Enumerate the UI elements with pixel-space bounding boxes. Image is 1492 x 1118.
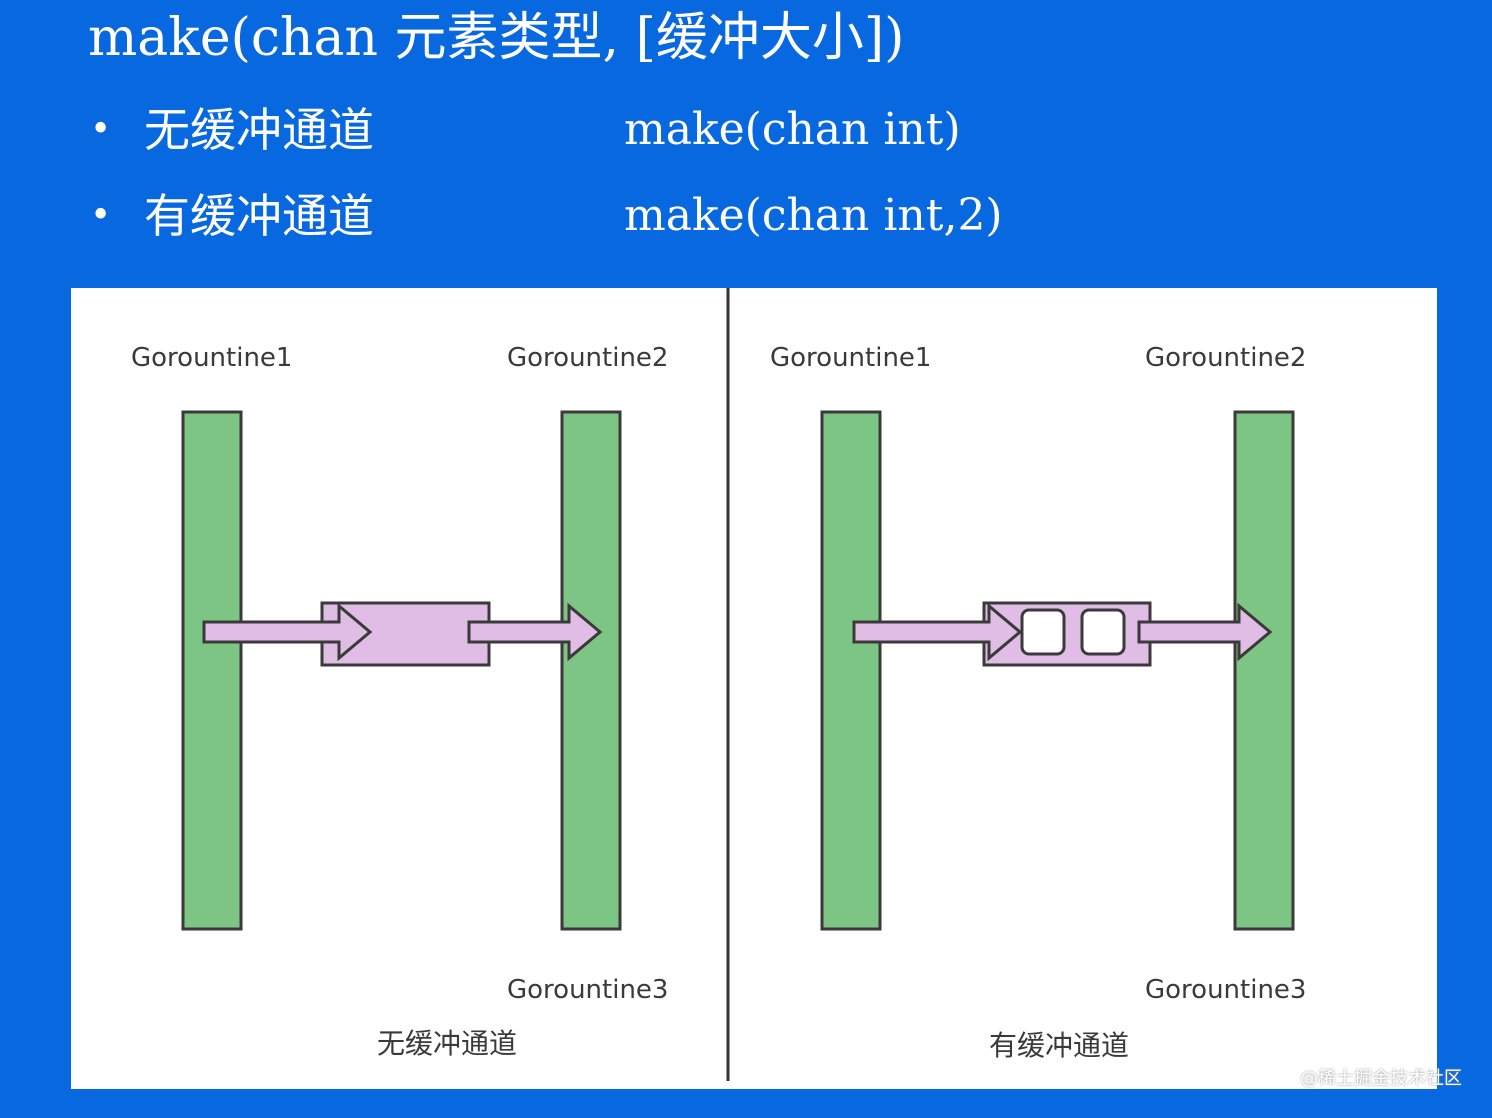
left-goroutine2-label: Gorountine2 (507, 343, 668, 373)
right-goroutine1-label: Gorountine1 (770, 343, 931, 373)
bullet-code-buffered: make(chan int,2) (624, 190, 1003, 241)
left-receive-arrow (467, 602, 603, 662)
buffer-slot-2 (1080, 608, 1126, 656)
left-goroutine1-label: Gorountine1 (131, 343, 292, 373)
right-goroutine1-bar (820, 410, 882, 931)
left-goroutine1-bar (181, 410, 243, 931)
right-goroutine2-bar (1233, 410, 1295, 931)
bullet-code-unbuffered: make(chan int) (624, 104, 961, 155)
right-caption: 有缓冲通道 (989, 1029, 1129, 1062)
right-goroutine2-label: Gorountine2 (1145, 343, 1306, 373)
bullet-buffered: • 有缓冲通道 make(chan int,2) (88, 186, 1088, 246)
channel-diagram: Gorountine1 Gorountine2 Gorountine3 无缓冲通… (131, 288, 1306, 1081)
channel-diagram-panel: Gorountine1 Gorountine2 Gorountine3 无缓冲通… (71, 288, 1437, 1089)
right-send-arrow (852, 602, 1023, 662)
bullet-unbuffered: • 无缓冲通道 make(chan int) (88, 100, 1088, 160)
bullet-label-unbuffered: 无缓冲通道 (144, 103, 374, 157)
bullet-marker: • (90, 109, 112, 150)
bullet-marker: • (90, 195, 112, 236)
left-caption: 无缓冲通道 (377, 1027, 517, 1060)
right-goroutine3-label: Gorountine3 (1145, 975, 1306, 1005)
left-send-arrow (202, 602, 373, 662)
bullet-label-buffered: 有缓冲通道 (144, 189, 374, 243)
right-receive-arrow (1137, 602, 1273, 662)
buffer-slot-1 (1020, 608, 1066, 656)
source-watermark: @稀土掘金技术社区 (1300, 1068, 1462, 1089)
left-goroutine3-label: Gorountine3 (507, 975, 668, 1005)
left-goroutine2-bar (560, 410, 622, 931)
page-title: make(chan 元素类型, [缓冲大小]) (88, 8, 905, 68)
